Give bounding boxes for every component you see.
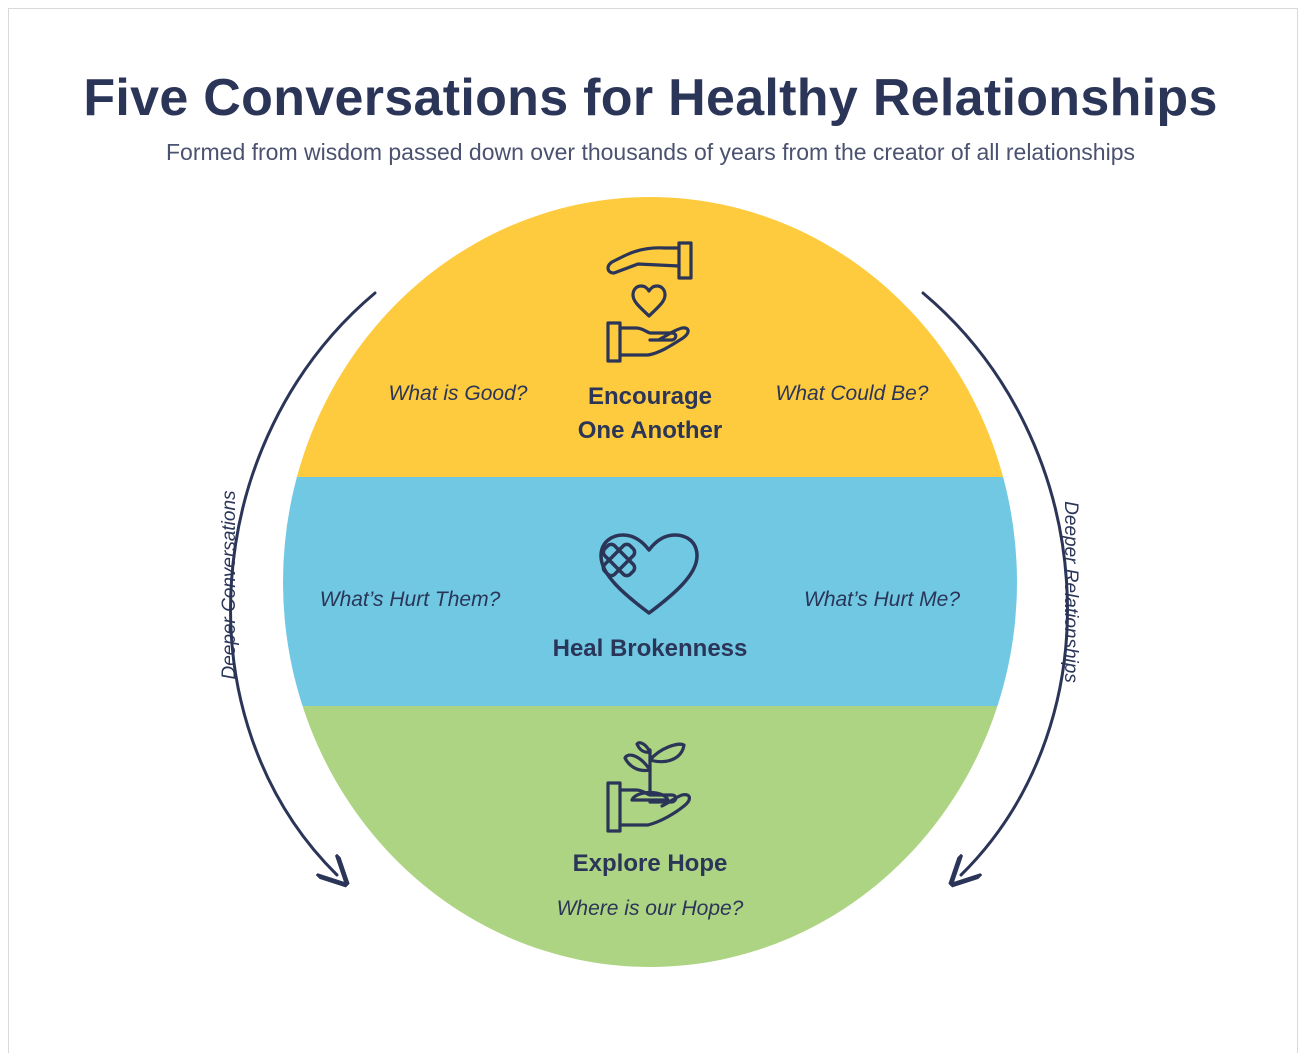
page-title: Five Conversations for Healthy Relations…	[83, 69, 1218, 127]
explore-hope-title: Explore Hope	[573, 850, 728, 877]
hands-heart-icon	[606, 241, 693, 363]
left-curved-arrow	[229, 291, 377, 875]
right-curved-arrow	[921, 291, 1069, 875]
what-is-good-question: What is Good?	[389, 382, 528, 405]
encourage-line-2: One Another	[578, 417, 722, 444]
what-could-be-question: What Could Be?	[776, 382, 929, 405]
bandaged-heart-icon	[599, 533, 699, 615]
middle-band	[283, 477, 1017, 706]
bottom-band	[283, 706, 1017, 967]
deeper-relationships-label: Deeper Relationships	[1060, 501, 1081, 683]
encourage-line-1: Encourage	[588, 383, 712, 410]
heal-brokenness-title: Heal Brokenness	[553, 635, 748, 662]
where-is-our-hope-question: Where is our Hope?	[557, 897, 744, 920]
deeper-conversations-label: Deeper Conversations	[219, 490, 240, 680]
hand-plant-icon	[606, 741, 691, 833]
whats-hurt-me-question: What’s Hurt Me?	[804, 588, 960, 611]
whats-hurt-them-question: What’s Hurt Them?	[320, 588, 501, 611]
page-subtitle: Formed from wisdom passed down over thou…	[166, 139, 1135, 165]
